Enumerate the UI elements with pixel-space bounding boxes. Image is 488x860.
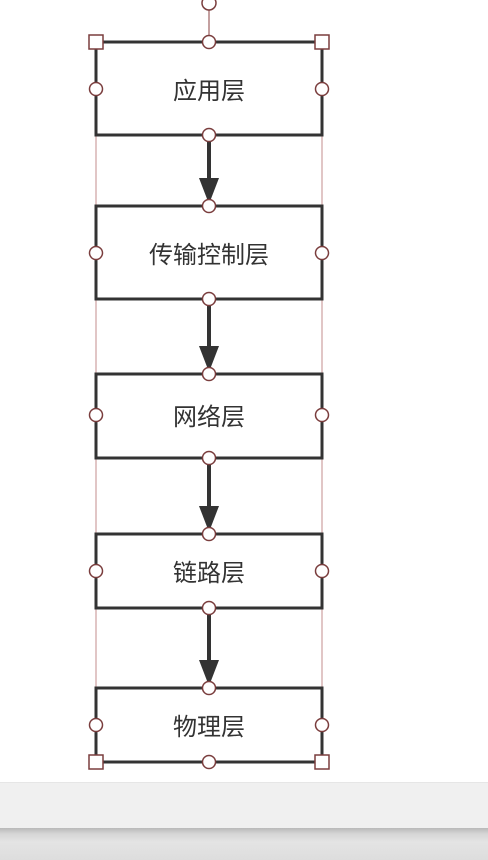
connection-point[interactable] (201, 450, 217, 466)
connection-point[interactable] (201, 291, 217, 307)
connection-point[interactable] (201, 366, 217, 382)
connection-point[interactable] (201, 127, 217, 143)
diagram-canvas[interactable]: 应用层 传输控制层 网络层 链路层 物理层 (0, 0, 488, 782)
layer-box-link[interactable]: 链路层 (94, 532, 324, 610)
selection-handle-bottom-left[interactable] (88, 754, 104, 770)
connection-point[interactable] (201, 198, 217, 214)
connection-point[interactable] (201, 680, 217, 696)
layer-box-network[interactable]: 网络层 (94, 372, 324, 460)
connection-point[interactable] (314, 563, 330, 579)
bottom-edge-strip (0, 828, 488, 860)
connection-point[interactable] (88, 563, 104, 579)
layer-label: 网络层 (173, 403, 245, 431)
layer-box-transport[interactable]: 传输控制层 (94, 204, 324, 301)
layer-label: 应用层 (173, 77, 245, 105)
selection-handle-top[interactable] (201, 34, 217, 50)
selection-handle-bottom[interactable] (201, 754, 217, 770)
layer-stack-diagram: 应用层 传输控制层 网络层 链路层 物理层 (88, 0, 330, 770)
connection-point[interactable] (88, 245, 104, 261)
connection-point[interactable] (314, 81, 330, 97)
connector-arrow[interactable] (199, 608, 219, 686)
connector-arrow[interactable] (199, 135, 219, 204)
connection-point[interactable] (314, 717, 330, 733)
bottom-toolbar (0, 782, 488, 829)
connection-point[interactable] (88, 81, 104, 97)
selection-handle-bottom-right[interactable] (314, 754, 330, 770)
layer-label: 链路层 (173, 559, 245, 587)
layer-label: 传输控制层 (149, 241, 269, 269)
connection-point[interactable] (201, 600, 217, 616)
connector-arrow[interactable] (199, 299, 219, 372)
connection-point[interactable] (314, 407, 330, 423)
rotate-handle[interactable] (201, 0, 217, 11)
layer-label: 物理层 (173, 713, 245, 741)
layer-box-physical[interactable]: 物理层 (94, 686, 324, 764)
connector-arrow[interactable] (199, 458, 219, 532)
connection-point[interactable] (314, 245, 330, 261)
connection-point[interactable] (88, 717, 104, 733)
connection-point[interactable] (201, 526, 217, 542)
layer-box-application[interactable]: 应用层 (94, 40, 324, 137)
selection-handle-top-left[interactable] (88, 34, 104, 50)
connection-point[interactable] (88, 407, 104, 423)
selection-handle-top-right[interactable] (314, 34, 330, 50)
